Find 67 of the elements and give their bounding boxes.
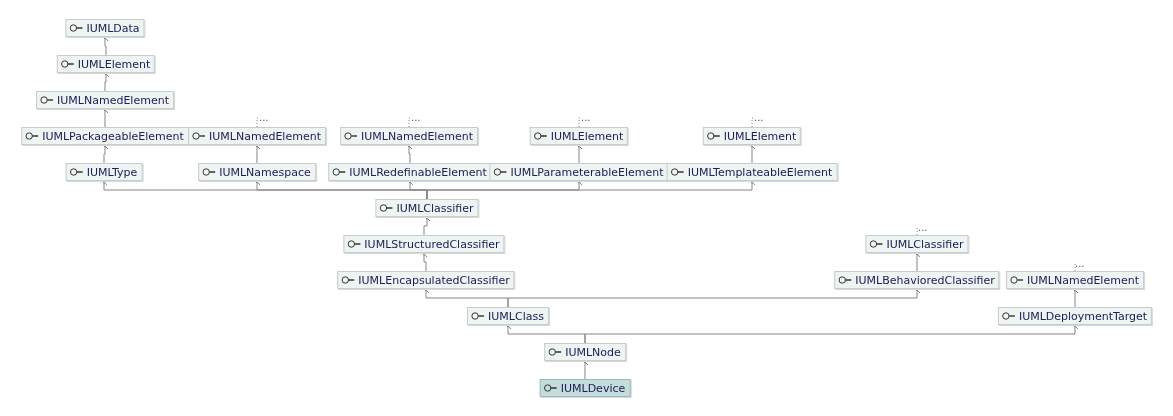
ellipsis-marker: ... bbox=[918, 223, 928, 233]
interface-box bbox=[467, 307, 549, 325]
interface-box bbox=[489, 163, 669, 181]
interface-name: IUMLElement bbox=[77, 57, 151, 71]
generalization-arrow bbox=[101, 109, 109, 128]
interface-name: IUMLNamedElement bbox=[57, 93, 169, 107]
interface-name: IUMLBehavioredClassifier bbox=[855, 273, 995, 287]
interface-name: IUMLClassifier bbox=[396, 201, 474, 215]
interface-box bbox=[36, 91, 174, 109]
interface-box bbox=[539, 379, 631, 397]
interface-box bbox=[865, 235, 969, 253]
generalization-arrow bbox=[748, 145, 756, 164]
interface-name: IUMLData bbox=[86, 21, 140, 35]
interface-box bbox=[188, 127, 326, 145]
interface-name: IUMLEncapsulatedClassifier bbox=[358, 273, 510, 287]
generalization-arrow bbox=[102, 73, 110, 92]
interface-box bbox=[65, 163, 143, 181]
interface-name: IUMLNamespace bbox=[219, 165, 311, 179]
ellipsis-marker: ... bbox=[411, 113, 421, 123]
interface-box bbox=[337, 271, 515, 289]
generalization-arrow bbox=[423, 217, 431, 236]
ellipsis-marker: ... bbox=[1075, 259, 1085, 269]
generalization-arrow bbox=[101, 145, 109, 164]
interface-name: IUMLNamedElement bbox=[361, 129, 473, 143]
interface-name: IUMLTemplateableElement bbox=[687, 165, 833, 179]
interface-name: IUMLType bbox=[86, 165, 138, 179]
interface-name: IUMLDevice bbox=[560, 381, 626, 395]
interface-name: IUMLRedefinableElement bbox=[349, 165, 487, 179]
interface-name: IUMLParameterableElement bbox=[510, 165, 664, 179]
ellipsis-marker: ... bbox=[754, 113, 764, 123]
interface-box bbox=[666, 163, 838, 181]
interface-name: IUMLNode bbox=[565, 345, 621, 359]
interface-box bbox=[65, 19, 145, 37]
interface-box bbox=[340, 127, 478, 145]
ellipsis-marker: ... bbox=[259, 113, 269, 123]
interface-box bbox=[21, 127, 189, 145]
interface-box bbox=[328, 163, 492, 181]
generalization-arrow bbox=[575, 145, 583, 164]
generalization-arrow bbox=[581, 361, 589, 380]
interface-box bbox=[56, 55, 156, 73]
interface-name: IUMLPackageableElement bbox=[42, 129, 184, 143]
generalization-arrow bbox=[507, 289, 921, 308]
interface-box bbox=[375, 199, 479, 217]
generalization-arrow bbox=[1071, 289, 1079, 308]
interface-name: IUMLElement bbox=[550, 129, 624, 143]
generalization-arrow bbox=[405, 145, 413, 164]
generalization-arrow bbox=[913, 253, 921, 272]
generalization-arrow bbox=[420, 253, 428, 272]
generalization-arrow bbox=[584, 325, 1079, 344]
interface-name: IUMLDeploymentTarget bbox=[1018, 309, 1148, 323]
interface-box bbox=[529, 127, 629, 145]
interface-box bbox=[1006, 271, 1144, 289]
generalization-arrow bbox=[101, 37, 109, 56]
interface-name: IUMLClassifier bbox=[886, 237, 964, 251]
interface-name: IUMLNamedElement bbox=[209, 129, 321, 143]
interface-box bbox=[343, 235, 505, 253]
interface-name: IUMLElement bbox=[723, 129, 797, 143]
interface-box bbox=[702, 127, 802, 145]
ellipsis-marker: ... bbox=[581, 113, 591, 123]
interface-name: IUMLStructuredClassifier bbox=[364, 237, 500, 251]
interface-box bbox=[997, 307, 1153, 325]
interface-name: IUMLNamedElement bbox=[1027, 273, 1139, 287]
interface-name: IUMLClass bbox=[488, 309, 544, 323]
interface-box bbox=[834, 271, 1000, 289]
generalization-arrow bbox=[253, 145, 261, 164]
interface-box bbox=[544, 343, 626, 361]
interface-box bbox=[198, 163, 316, 181]
